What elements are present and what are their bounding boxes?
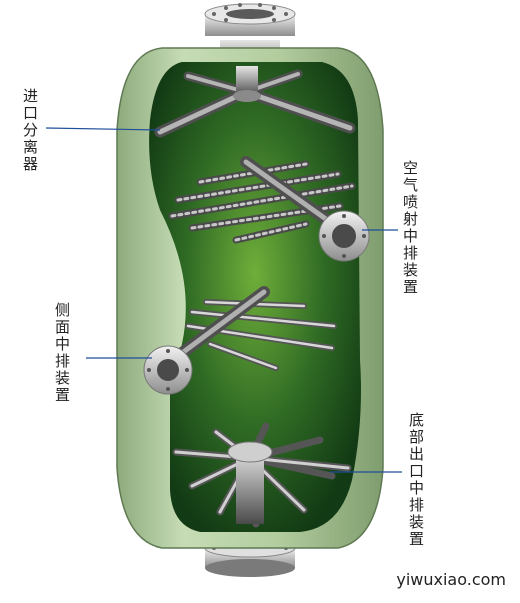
- top-nozzle: [204, 3, 296, 80]
- leader-line-inlet: [45, 127, 161, 131]
- side-drain: [143, 286, 337, 395]
- label-bottom-outlet-drain: 底部出口中排装置: [407, 412, 425, 548]
- label-side-drain: 侧面中排装置: [53, 302, 71, 404]
- label-inlet-separator: 进口分离器: [21, 88, 39, 173]
- label-air-spray-drain: 空气喷射中排装置: [401, 160, 419, 296]
- air-spray-drain: [168, 156, 370, 262]
- inlet-distributor: [154, 66, 356, 138]
- leader-lines: [45, 127, 402, 473]
- watermark: yiwuxiao.com: [396, 570, 506, 589]
- bottom-outlet-drain: [172, 422, 352, 528]
